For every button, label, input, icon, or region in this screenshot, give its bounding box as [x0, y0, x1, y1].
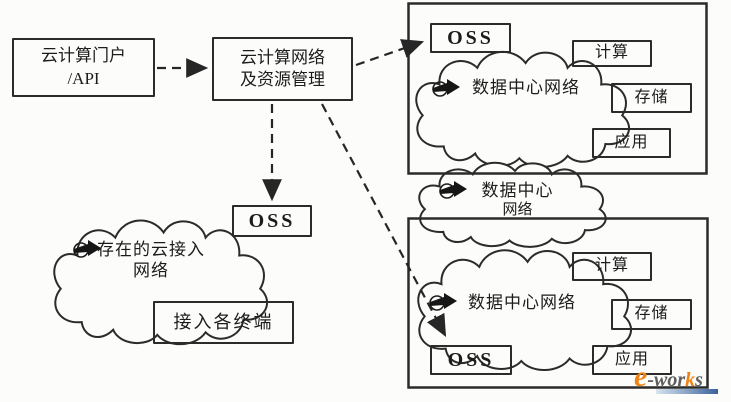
oss-box-bottom: OSS: [430, 345, 512, 375]
eworks-underline-bar: [656, 389, 718, 394]
eworks-text-part2: k: [685, 369, 696, 391]
app-box-bottom: 应用: [592, 345, 672, 375]
compute-box-top: 计算: [572, 40, 652, 67]
datacenter-middle-line1: 数据中心: [481, 181, 554, 200]
mgmt-line2: 及资源管理: [240, 70, 325, 89]
access-network-line1: 存在的云接入: [97, 240, 205, 259]
datacenter-top-cloud-label: 数据中心网络: [472, 78, 580, 97]
portal-api-line1: 云计算门户: [41, 46, 126, 66]
panel-datacenter-bottom: [407, 217, 709, 389]
network-resource-mgmt-box: 云计算网络 及资源管理: [212, 37, 353, 101]
eworks-e-glyph: e: [634, 360, 648, 393]
datacenter-middle-cloud-label: 数据中心 网络: [455, 180, 580, 220]
dashed-arrow-mgmt-to-oss-bottom: [321, 103, 447, 337]
entry-arrow-doodle-top-icon: [432, 79, 460, 97]
portal-api-box: 云计算门户 /API: [12, 38, 155, 97]
access-network-cloud-label: 存在的云接入 网络: [66, 239, 236, 282]
entry-arrow-doodle-middle-icon: [439, 181, 467, 199]
mgmt-line1: 云计算网络: [240, 47, 325, 67]
storage-box-top: 存储: [611, 83, 692, 113]
panel-datacenter-top: [407, 2, 708, 175]
eworks-text-part1: -wor: [647, 369, 686, 391]
access-terminals-box: 接入各终端: [153, 301, 294, 344]
entry-arrow-doodle-access-icon: [73, 240, 101, 258]
storage-box-bottom: 存储: [611, 299, 692, 330]
oss-box-left: OSS: [232, 205, 312, 237]
entry-arrow-doodle-bottom-icon: [429, 293, 457, 311]
app-box-top: 应用: [592, 128, 671, 158]
eworks-text-part3: s: [695, 369, 703, 391]
datacenter-middle-line2: 网络: [502, 202, 533, 219]
dashed-arrow-mgmt-to-oss-top: [355, 39, 425, 67]
oss-box-top: OSS: [430, 23, 511, 53]
datacenter-bottom-cloud-label: 数据中心网络: [468, 293, 576, 312]
compute-box-bottom: 计算: [572, 252, 652, 281]
access-network-line2: 网络: [133, 261, 169, 281]
portal-api-line2: /API: [67, 68, 100, 88]
